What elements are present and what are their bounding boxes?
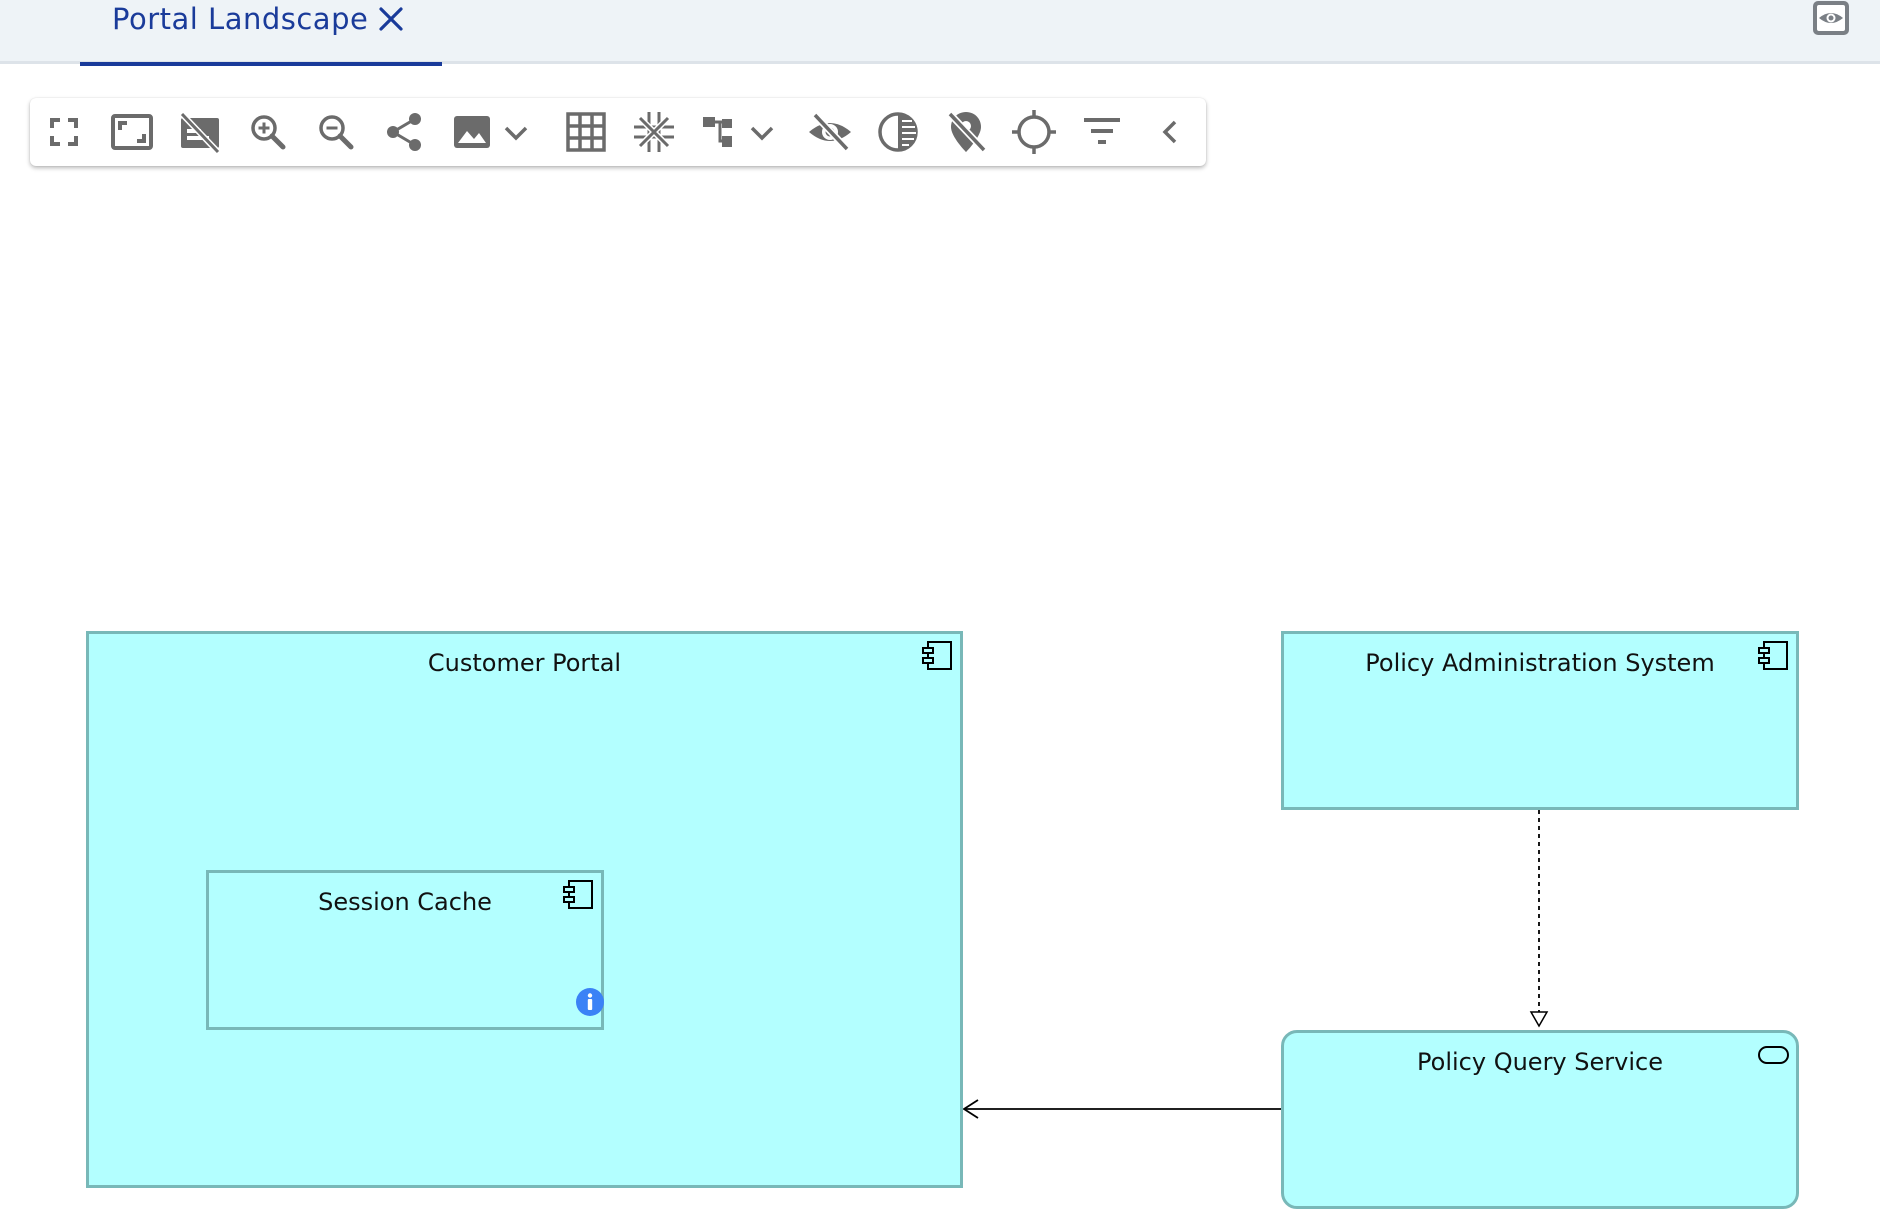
tab-bar: Portal Landscape — [0, 0, 1880, 66]
info-icon[interactable] — [575, 987, 605, 1017]
location-off-icon[interactable] — [942, 108, 990, 156]
application-service-icon — [1756, 1043, 1790, 1067]
fit-screen-icon[interactable] — [108, 108, 156, 156]
node-label: Customer Portal — [427, 649, 622, 677]
diagram-toolbar — [30, 98, 1206, 166]
serving-arrowhead — [962, 1099, 979, 1119]
close-icon[interactable] — [376, 4, 406, 34]
grid-icon[interactable] — [562, 108, 610, 156]
node-label: Policy Query Service — [1417, 1048, 1663, 1076]
image-icon[interactable] — [448, 108, 496, 156]
chevron-left-icon[interactable] — [1146, 108, 1194, 156]
application-component-icon — [561, 879, 595, 911]
application-component-icon — [920, 640, 954, 672]
node-policy-administration-system[interactable]: Policy Administration System — [1281, 631, 1799, 810]
snap-icon[interactable] — [630, 108, 678, 156]
layout-icon[interactable] — [698, 108, 746, 156]
layout-dropdown-chevron-down-icon[interactable] — [742, 108, 782, 156]
image-dropdown-chevron-down-icon[interactable] — [496, 108, 536, 156]
zoom-out-icon[interactable] — [312, 108, 360, 156]
share-icon[interactable] — [380, 108, 428, 156]
contrast-icon[interactable] — [874, 108, 922, 156]
application-component-icon — [1756, 640, 1790, 672]
zoom-in-icon[interactable] — [244, 108, 292, 156]
node-label: Session Cache — [318, 888, 492, 916]
node-policy-query-service[interactable]: Policy Query Service — [1281, 1030, 1799, 1209]
node-session-cache[interactable]: Session Cache — [206, 870, 604, 1030]
tab-label: Portal Landscape — [112, 2, 369, 36]
fullscreen-icon[interactable] — [40, 108, 88, 156]
crosshair-icon[interactable] — [1010, 108, 1058, 156]
eye-off-icon[interactable] — [806, 108, 854, 156]
hide-labels-icon[interactable] — [176, 108, 224, 156]
preview-eye-icon[interactable] — [1811, 0, 1851, 38]
node-label: Policy Administration System — [1365, 649, 1715, 677]
tab-portal-landscape[interactable]: Portal Landscape — [80, 0, 442, 66]
realization-arrowhead — [1529, 1011, 1549, 1028]
filter-icon[interactable] — [1078, 108, 1126, 156]
